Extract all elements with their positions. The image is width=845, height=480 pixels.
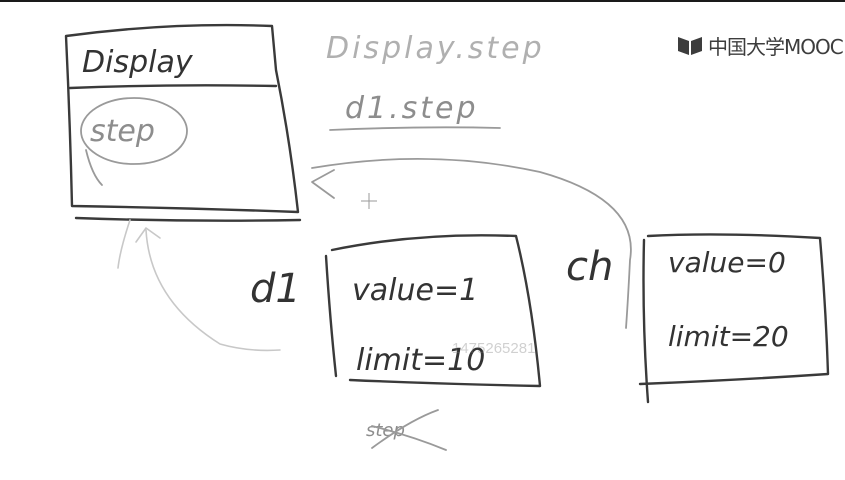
logo-text: 中国大学MOOC <box>708 34 844 59</box>
notes: Display.step d1.step <box>326 31 545 131</box>
d1-struck-step: step <box>366 420 405 441</box>
ch-value: value=0 <box>668 246 786 279</box>
top-border <box>0 0 845 2</box>
display-class-box: Display step <box>64 23 302 222</box>
member-circle <box>80 97 188 165</box>
ch-arrow <box>311 158 632 329</box>
d1-label: d1 <box>250 266 301 312</box>
note-display-step: Display.step <box>326 31 545 66</box>
book-icon <box>676 33 704 57</box>
ch-label: ch <box>566 244 613 290</box>
ch-limit: limit=20 <box>668 320 789 353</box>
d1-faint-arrow <box>117 219 281 352</box>
note-d1-step: d1.step <box>345 91 479 126</box>
class-member: step <box>90 114 155 149</box>
crosshair-icon <box>361 193 377 209</box>
ch-object: ch value=0 limit=20 <box>566 233 830 404</box>
d1-value: value=1 <box>352 273 478 308</box>
class-name: Display <box>82 45 194 80</box>
watermark: 1475265281 <box>452 340 536 357</box>
mooc-logo: 中国大学MOOC <box>676 32 844 59</box>
d1-limit: limit=10 <box>356 343 485 378</box>
d1-object: d1 value=1 limit=10 step <box>250 234 542 451</box>
